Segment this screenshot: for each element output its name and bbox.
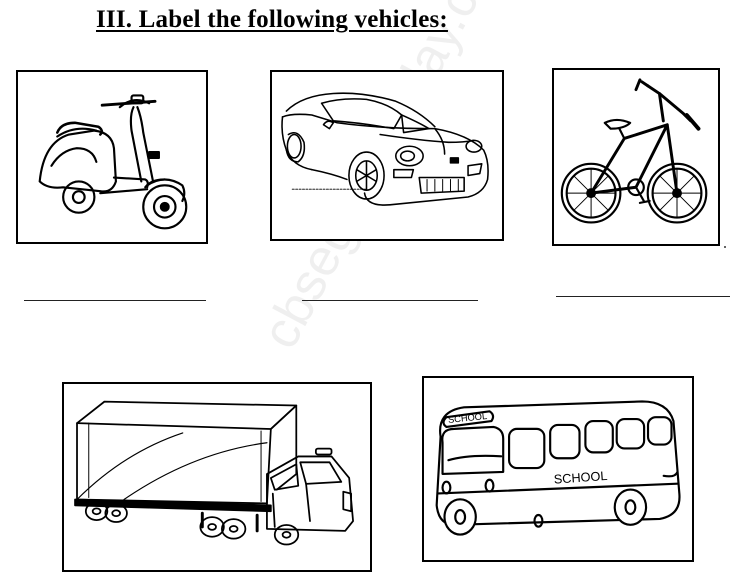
bicycle-picture-frame — [552, 68, 720, 246]
bus-icon — [435, 400, 681, 536]
truck-picture-frame — [62, 382, 372, 572]
scooter-icon — [38, 94, 188, 230]
truck-icon — [74, 400, 354, 546]
sports-car-picture-frame — [270, 70, 504, 241]
worksheet-title: III. Label the following vehicles: — [96, 6, 448, 33]
school-bus-picture-frame: SCHOOL SCHOOL — [422, 376, 694, 562]
scan-speck — [724, 246, 726, 248]
answer-line-bicycle[interactable] — [556, 296, 730, 297]
bicycle-icon — [560, 78, 708, 224]
scooter-picture-frame — [16, 70, 208, 244]
answer-line-car[interactable] — [302, 300, 478, 301]
bus-side-text: SCHOOL — [553, 468, 608, 487]
bus-sign-text: SCHOOL — [448, 411, 488, 425]
answer-line-scooter[interactable] — [24, 300, 206, 301]
sports-car-icon — [281, 92, 489, 206]
